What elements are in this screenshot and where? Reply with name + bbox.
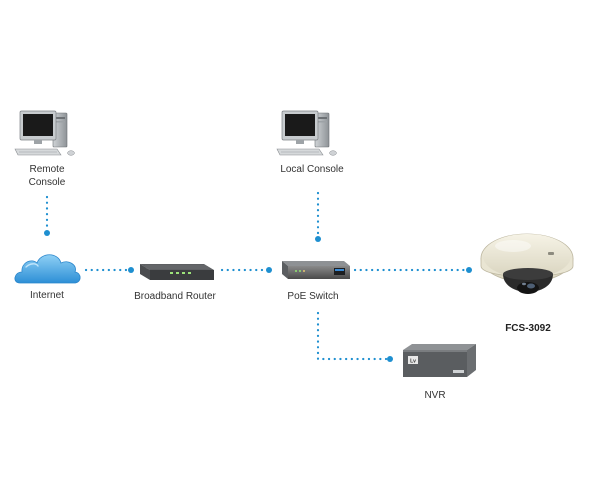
link-endpoint-dot bbox=[387, 356, 393, 362]
camera-node: FCS-3092 bbox=[480, 233, 574, 334]
local-console-label: Local Console bbox=[280, 164, 344, 175]
desktop-computer-icon bbox=[276, 110, 337, 156]
link-endpoint-dot bbox=[44, 230, 50, 236]
remote-console-label-line1: Remote bbox=[29, 164, 64, 175]
link-endpoint-dot bbox=[266, 267, 272, 273]
dome-camera-icon bbox=[480, 233, 574, 294]
local-console-node: Local Console bbox=[276, 110, 344, 175]
link-endpoint-dot bbox=[466, 267, 472, 273]
svg-text:Lv: Lv bbox=[410, 359, 416, 365]
broadband-router-node: Broadband Router bbox=[134, 264, 217, 302]
remote-console-label-line2: Console bbox=[29, 177, 66, 188]
connector-lines bbox=[44, 191, 472, 362]
link-endpoint-dot bbox=[128, 267, 134, 273]
router-icon bbox=[140, 264, 214, 280]
broadband-router-label: Broadband Router bbox=[134, 291, 216, 302]
camera-label: FCS-3092 bbox=[505, 323, 551, 334]
network-switch-icon bbox=[282, 261, 350, 279]
nvr-node: Lv NVR bbox=[403, 344, 476, 401]
link-endpoint-dot bbox=[315, 236, 321, 242]
poe-switch-node: PoE Switch bbox=[282, 261, 350, 302]
internet-label: Internet bbox=[30, 290, 64, 301]
nvr-label: NVR bbox=[424, 390, 445, 401]
internet-node: Internet bbox=[14, 254, 81, 301]
cloud-icon bbox=[14, 254, 81, 284]
link-switch-nvr bbox=[316, 311, 388, 361]
poe-switch-label: PoE Switch bbox=[287, 291, 338, 302]
remote-console-node: Remote Console bbox=[14, 110, 75, 188]
desktop-computer-icon bbox=[14, 110, 75, 156]
nvr-recorder-icon: Lv bbox=[403, 344, 476, 377]
